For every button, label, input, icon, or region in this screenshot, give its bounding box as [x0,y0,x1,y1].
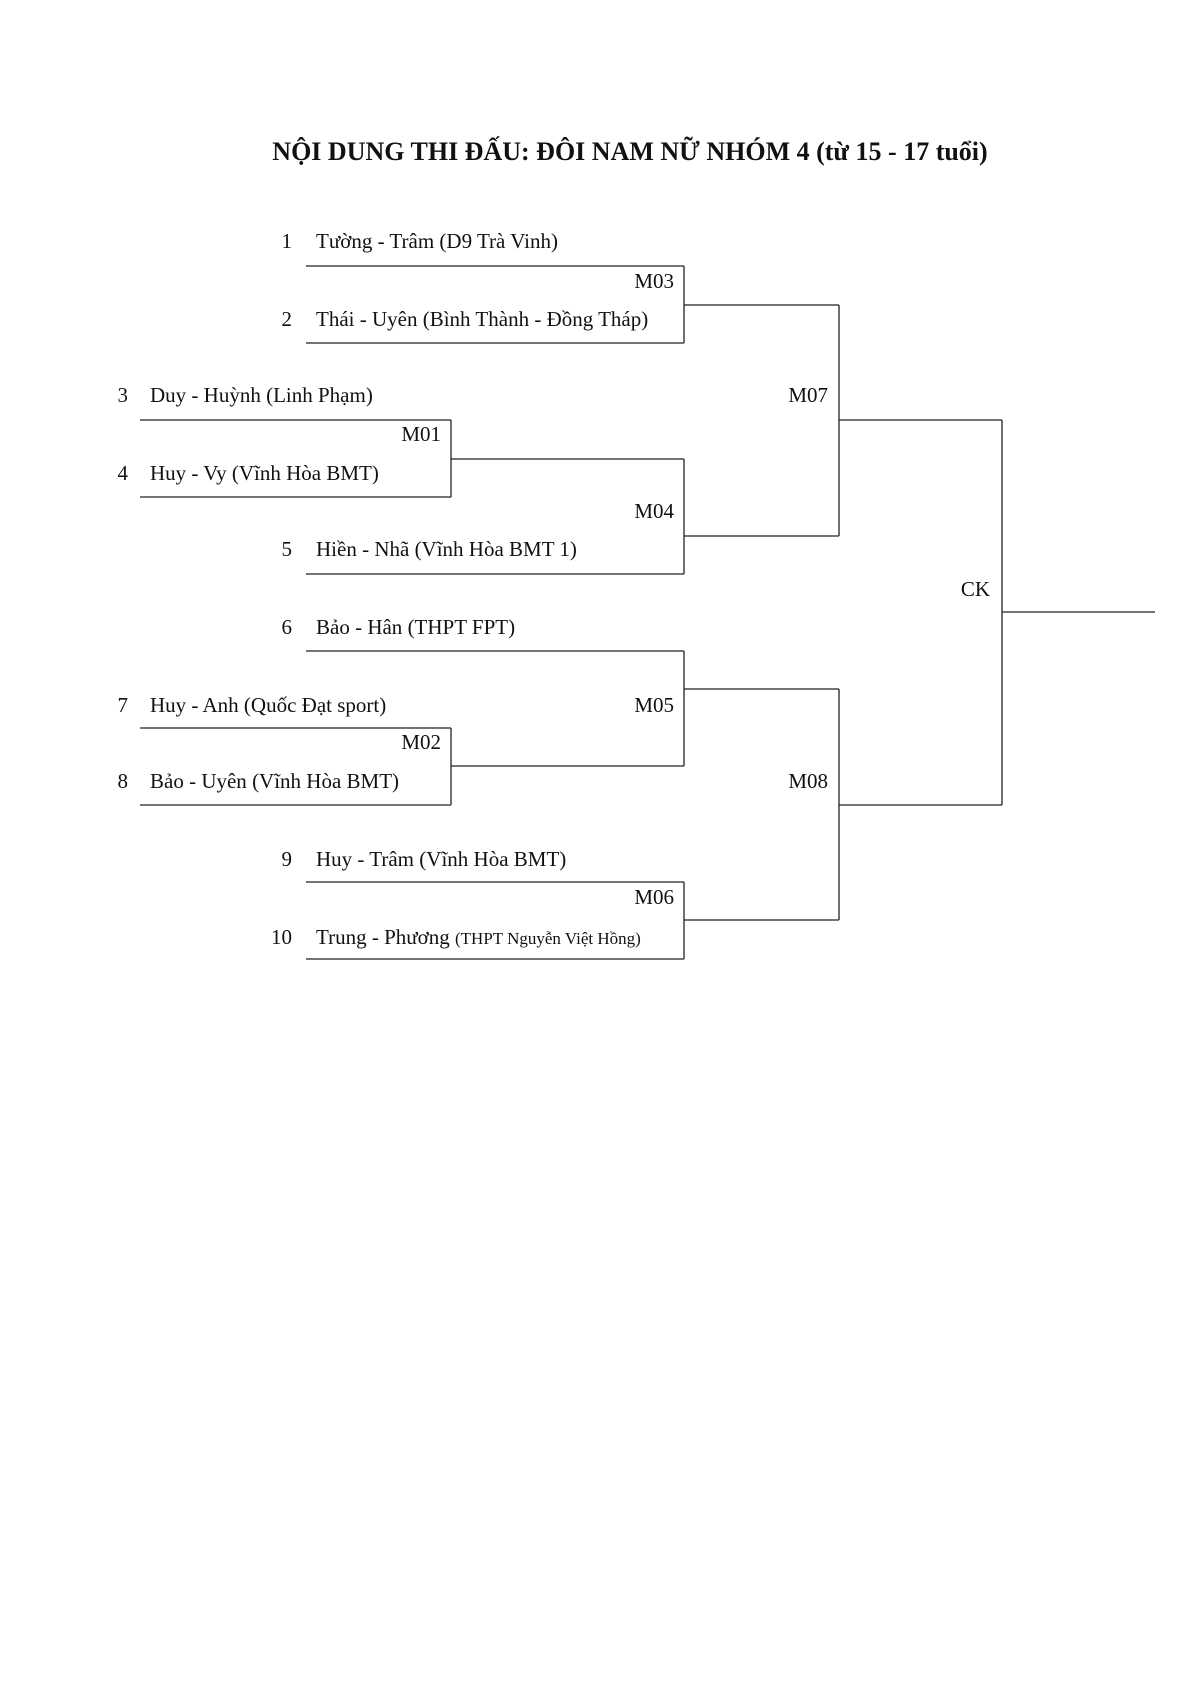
entry-7-name: Huy - Anh [150,693,239,717]
entry-4: Huy - Vy (Vĩnh Hòa BMT) [150,461,379,485]
entry-2: Thái - Uyên (Bình Thành - Đồng Tháp) [316,307,648,331]
entry-9: Huy - Trâm (Vĩnh Hòa BMT) [316,847,566,871]
entry-8: Bảo - Uyên (Vĩnh Hòa BMT) [150,769,399,793]
seed-5: 5 [282,537,293,561]
entry-1: Tường - Trâm (D9 Trà Vinh) [316,229,558,253]
entry-6-name: Bảo - Hân [316,615,403,639]
entry-7-club: (Quốc Đạt sport) [244,693,386,717]
match-label-m02: M02 [401,730,441,754]
seed-2: 2 [282,307,293,331]
match-label-m07: M07 [788,383,828,407]
entry-3: Duy - Huỳnh (Linh Phạm) [150,383,373,407]
entry-7: Huy - Anh (Quốc Đạt sport) [150,693,386,717]
match-label-m05: M05 [634,693,674,717]
match-label-m03: M03 [634,269,674,293]
match-label-m04: M04 [634,499,674,523]
match-label-final: CK [961,577,990,601]
seed-1: 1 [282,229,293,253]
match-label-m08: M08 [788,769,828,793]
entry-10-name: Trung - Phương [316,925,450,949]
entry-1-club: (D9 Trà Vinh) [439,229,558,253]
match-label-m06: M06 [634,885,674,909]
entry-10: Trung - Phương (THPT Nguyễn Việt Hồng) [316,925,641,949]
entry-9-club: (Vĩnh Hòa BMT) [419,847,566,871]
entry-5-club: (Vĩnh Hòa BMT 1) [415,537,577,561]
entry-3-name: Duy - Huỳnh [150,383,261,407]
entry-4-club: (Vĩnh Hòa BMT) [232,461,379,485]
seed-9: 9 [282,847,293,871]
entry-8-club: (Vĩnh Hòa BMT) [252,769,399,793]
entry-6-club: (THPT FPT) [408,615,516,639]
seed-3: 3 [118,383,129,407]
page-title: NỘI DUNG THI ĐẤU: ĐÔI NAM NỮ NHÓM 4 (từ … [272,137,988,166]
match-label-m01: M01 [401,422,441,446]
entry-5: Hiền - Nhã (Vĩnh Hòa BMT 1) [316,537,577,561]
entry-2-name: Thái - Uyên [316,307,418,331]
seed-7: 7 [118,693,129,717]
entry-8-name: Bảo - Uyên [150,769,247,793]
entry-6: Bảo - Hân (THPT FPT) [316,615,515,639]
seed-10: 10 [271,925,292,949]
entry-9-name: Huy - Trâm [316,847,414,871]
entry-1-name: Tường - Trâm [316,229,434,253]
seed-6: 6 [282,615,293,639]
bracket-lines [140,265,1155,960]
entry-4-name: Huy - Vy [150,461,227,485]
seed-4: 4 [118,461,129,485]
seed-8: 8 [118,769,129,793]
entry-5-name: Hiền - Nhã [316,537,410,561]
entry-10-club: (THPT Nguyễn Việt Hồng) [455,929,641,948]
entry-3-club: (Linh Phạm) [266,383,373,407]
entry-2-club: (Bình Thành - Đồng Tháp) [423,307,649,331]
